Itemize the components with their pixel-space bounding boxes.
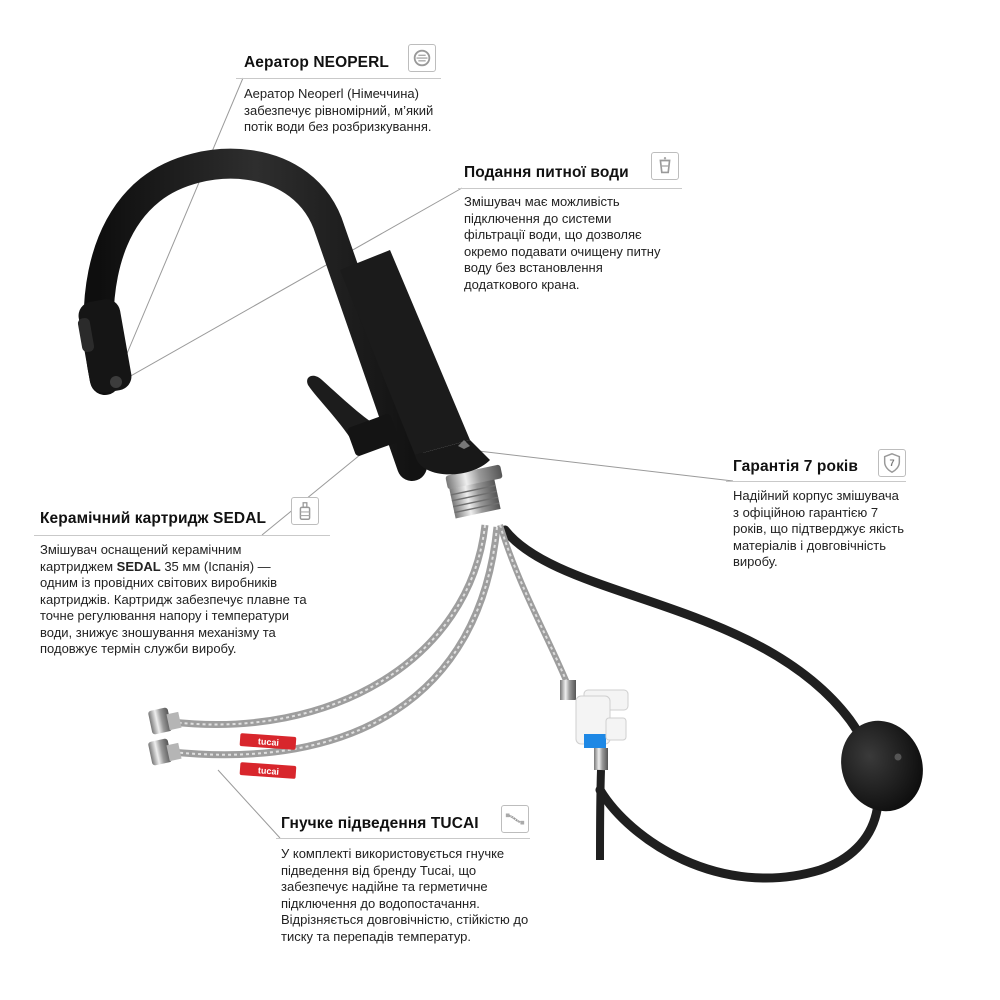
cartridge-title: Керамічний картридж SEDAL xyxy=(40,510,267,527)
brand-logo-mark xyxy=(458,440,470,449)
warranty-badge-number: 7 xyxy=(889,458,894,468)
hoses-badge xyxy=(501,805,529,833)
faucet-main-column xyxy=(340,250,470,455)
filter-outlet-hose xyxy=(596,769,605,861)
cartridge-icon xyxy=(299,502,311,520)
cartridge-leader xyxy=(261,449,367,536)
warranty-leader xyxy=(469,449,734,482)
mounting-shank xyxy=(445,464,503,519)
cartridge-divider xyxy=(34,535,330,536)
cartridge-callout: Керамічний картридж SEDAL xyxy=(40,510,290,528)
warranty-divider xyxy=(726,481,906,482)
cartridge-description: Змішувач оснащений керамічним картриджем… xyxy=(40,542,307,656)
cartridge-badge xyxy=(291,497,319,525)
pull-out-hose xyxy=(500,525,883,883)
hose-label-upper: tucai xyxy=(258,736,280,747)
warranty-callout: Гарантія 7 років xyxy=(733,458,893,476)
flexible-supply-hoses xyxy=(171,524,501,759)
filter-supply-hose xyxy=(497,524,573,692)
hoses-title: Гнучке підведення TUCAI xyxy=(281,815,479,832)
hoses-divider xyxy=(276,838,530,839)
spray-head xyxy=(77,299,132,393)
hose-brand-labels: tucai tucai xyxy=(239,733,297,779)
faucet-base xyxy=(415,440,490,475)
filter-valve xyxy=(560,680,629,770)
drinking-water-badge xyxy=(651,152,679,180)
aerator-badge xyxy=(408,44,436,72)
drinking-water-description: Змішувач має можливість підключення до с… xyxy=(464,194,661,292)
hoses-callout: Гнучке підведення TUCAI xyxy=(281,815,501,833)
warranty-title: Гарантія 7 років xyxy=(733,458,858,475)
warranty-shield-icon: 7 xyxy=(883,453,901,473)
drinking-water-callout: Подання питної води xyxy=(464,164,664,182)
aerator-leader xyxy=(114,77,244,383)
flexible-hose-icon xyxy=(505,813,525,825)
water-glass-icon xyxy=(659,157,671,174)
hoses-leader xyxy=(217,769,281,839)
drinking-water-leader xyxy=(119,187,463,383)
hose-label-lower: tucai xyxy=(258,765,280,776)
warranty-badge: 7 xyxy=(878,449,906,477)
aerator-title: Аератор NEOPERL xyxy=(244,54,389,71)
drinking-water-divider xyxy=(458,188,682,189)
drinking-water-title: Подання питної води xyxy=(464,164,629,181)
aerator-icon xyxy=(413,49,431,67)
warranty-description: Надійний корпус змішувача з офіційною га… xyxy=(733,488,904,569)
aerator-description: Аератор Neoperl (Німеччина) забезпечує р… xyxy=(244,86,434,134)
hose-weight xyxy=(841,720,923,812)
lever-housing xyxy=(347,414,399,456)
leader-lines xyxy=(114,77,734,839)
hose-nuts xyxy=(148,707,182,766)
aerator-callout: Аератор NEOPERL xyxy=(244,54,444,72)
aerator-divider xyxy=(236,78,441,79)
hoses-description: У комплекті використовується гнучке підв… xyxy=(281,846,529,944)
